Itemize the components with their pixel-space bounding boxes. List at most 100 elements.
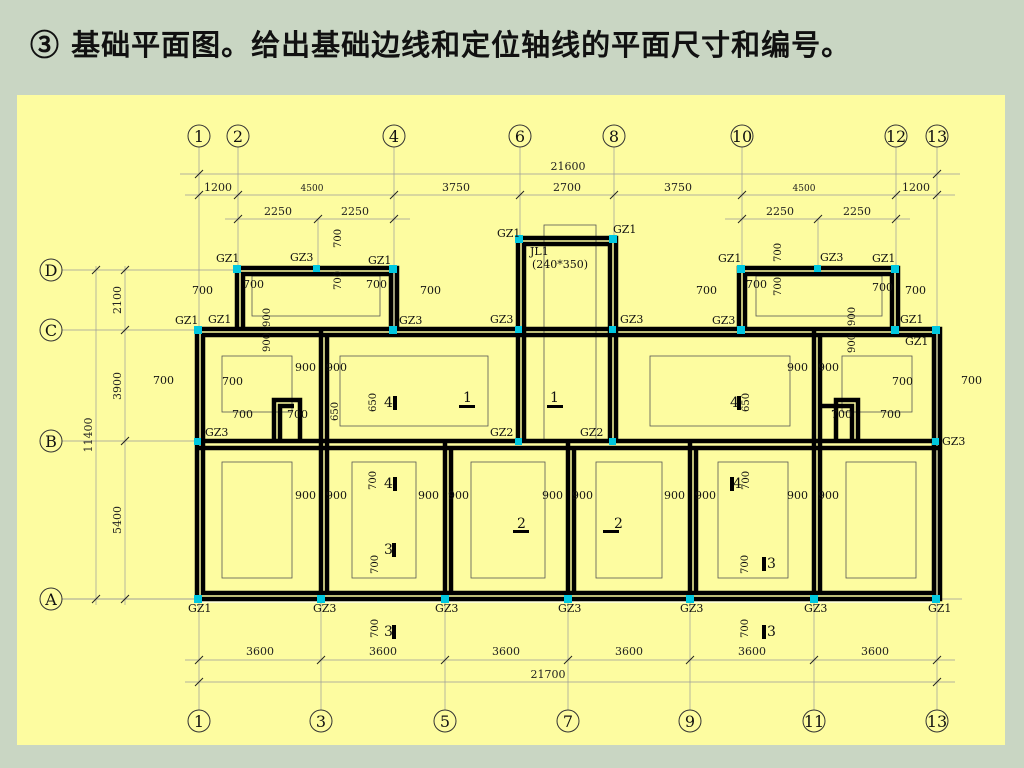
footing-width-labels-vertical: 700 700 700 700 900 900 900 900 650 650 …	[262, 229, 858, 638]
gz2-tag: GZ2	[490, 426, 513, 439]
dim-top-3750-left: 3750	[442, 181, 470, 194]
width-700: 700	[370, 555, 381, 574]
axis-label-top-1: 1	[194, 127, 204, 146]
width-700: 700	[880, 408, 901, 421]
gz3-tag: GZ3	[290, 251, 313, 264]
section-number-4: 4	[384, 476, 393, 492]
section-number-1: 1	[550, 390, 559, 406]
width-650: 650	[741, 393, 752, 412]
width-700: 700	[892, 375, 913, 388]
dim-sub-2250-d: 2250	[843, 205, 871, 218]
axis-label-bottom-7: 7	[563, 712, 573, 731]
width-700: 700	[773, 243, 784, 262]
gz3-tag: GZ3	[620, 313, 643, 326]
width-900: 900	[664, 489, 685, 502]
width-700: 700	[370, 619, 381, 638]
gz3-tag: GZ3	[435, 602, 458, 615]
dim-top-1200-right: 1200	[902, 181, 930, 194]
section-number-4: 4	[730, 395, 739, 411]
width-700: 700	[961, 374, 982, 387]
gz3-tag: GZ3	[313, 602, 336, 615]
dim-bottom-total: 21700	[531, 668, 566, 681]
axis-label-b: B	[45, 432, 57, 451]
gz1-tag: GZ1	[718, 252, 741, 265]
gz1-tag: GZ1	[900, 313, 923, 326]
width-700: 700	[696, 284, 717, 297]
width-650: 650	[368, 393, 379, 412]
width-900: 900	[326, 489, 347, 502]
gz3-tag: GZ3	[804, 602, 827, 615]
section-number-4: 4	[384, 395, 393, 411]
page-title: ③ 基础平面图。给出基础边线和定位轴线的平面尺寸和编号。	[30, 28, 852, 62]
axis-label-bottom-3: 3	[316, 712, 326, 731]
section-cut-marks	[392, 396, 766, 639]
width-900: 900	[295, 361, 316, 374]
foundation-plan-sheet: 1 2 4 6 8 10 12 13 1 3 5 7 9 11 13 D C B…	[17, 95, 1005, 745]
gz1-tag: GZ1	[497, 227, 520, 240]
width-700: 700	[287, 408, 308, 421]
width-900: 900	[847, 334, 858, 353]
width-700: 700	[420, 284, 441, 297]
gz1-tag: GZ1	[208, 313, 231, 326]
axis-bubbles	[39, 124, 949, 733]
width-700: 700	[740, 555, 751, 574]
width-900: 900	[295, 489, 316, 502]
width-700: 700	[773, 277, 784, 296]
width-700: 700	[905, 284, 926, 297]
foundation-plan-drawing: 1 2 4 6 8 10 12 13 1 3 5 7 9 11 13 D C B…	[39, 124, 982, 733]
width-700: 700	[333, 229, 344, 248]
width-900: 900	[818, 361, 839, 374]
dim-bottom-3600-c: 3600	[492, 645, 520, 658]
dim-sub-2250-a: 2250	[264, 205, 292, 218]
axis-label-bottom-9: 9	[685, 712, 695, 731]
section-number-2: 2	[614, 516, 623, 532]
foundation-walls	[194, 235, 943, 602]
dim-left-3900: 3900	[111, 372, 124, 400]
width-700: 700	[333, 271, 344, 290]
axis-label-top-12: 12	[886, 127, 906, 146]
width-900: 900	[787, 361, 808, 374]
axis-labels: 1 2 4 6 8 10 12 13 1 3 5 7 9 11 13 D C B…	[44, 127, 947, 731]
gz1-tag: GZ1	[216, 252, 239, 265]
gz1-tag: GZ1	[905, 335, 928, 348]
width-700: 700	[366, 278, 387, 291]
axis-label-top-2: 2	[233, 127, 243, 146]
dim-bottom-3600-e: 3600	[738, 645, 766, 658]
width-900: 900	[262, 308, 273, 327]
section-number-1: 1	[463, 390, 472, 406]
gz3-tag: GZ3	[680, 602, 703, 615]
gz1-tag: GZ1	[175, 314, 198, 327]
width-900: 900	[847, 307, 858, 326]
gz1-tag: GZ1	[613, 223, 636, 236]
width-700: 700	[746, 278, 767, 291]
width-700: 700	[153, 374, 174, 387]
axis-label-bottom-13: 13	[927, 712, 947, 731]
dim-top-2700: 2700	[553, 181, 581, 194]
gz1-tag: GZ1	[368, 254, 391, 267]
width-900: 900	[326, 361, 347, 374]
section-number-4: 4	[733, 476, 742, 492]
footing-width-labels: 700 700 700 700 700 700 700 700 700 700 …	[153, 278, 982, 502]
dim-bottom-3600-f: 3600	[861, 645, 889, 658]
gz1-tag: GZ1	[928, 602, 951, 615]
gz3-tag: GZ3	[490, 313, 513, 326]
gz2-tag: GZ2	[580, 426, 603, 439]
width-900: 900	[695, 489, 716, 502]
section-number-3: 3	[767, 556, 776, 572]
section-numbers: 4 1 1 4 4 2 2 4 3 3 3 3	[384, 390, 776, 640]
dim-top-3750-right: 3750	[664, 181, 692, 194]
dim-top-4500-right: 4500	[793, 184, 816, 194]
width-900: 900	[542, 489, 563, 502]
dim-bottom-3600-a: 3600	[246, 645, 274, 658]
width-700: 700	[741, 471, 752, 490]
gz1-tag: GZ1	[188, 602, 211, 615]
section-number-3: 3	[384, 624, 393, 640]
width-900: 900	[448, 489, 469, 502]
section-number-3: 3	[767, 624, 776, 640]
width-700: 700	[831, 408, 852, 421]
gz3-tag: GZ3	[712, 314, 735, 327]
width-900: 900	[572, 489, 593, 502]
axis-label-c: C	[45, 321, 57, 340]
width-900: 900	[262, 333, 273, 352]
width-900: 900	[818, 489, 839, 502]
